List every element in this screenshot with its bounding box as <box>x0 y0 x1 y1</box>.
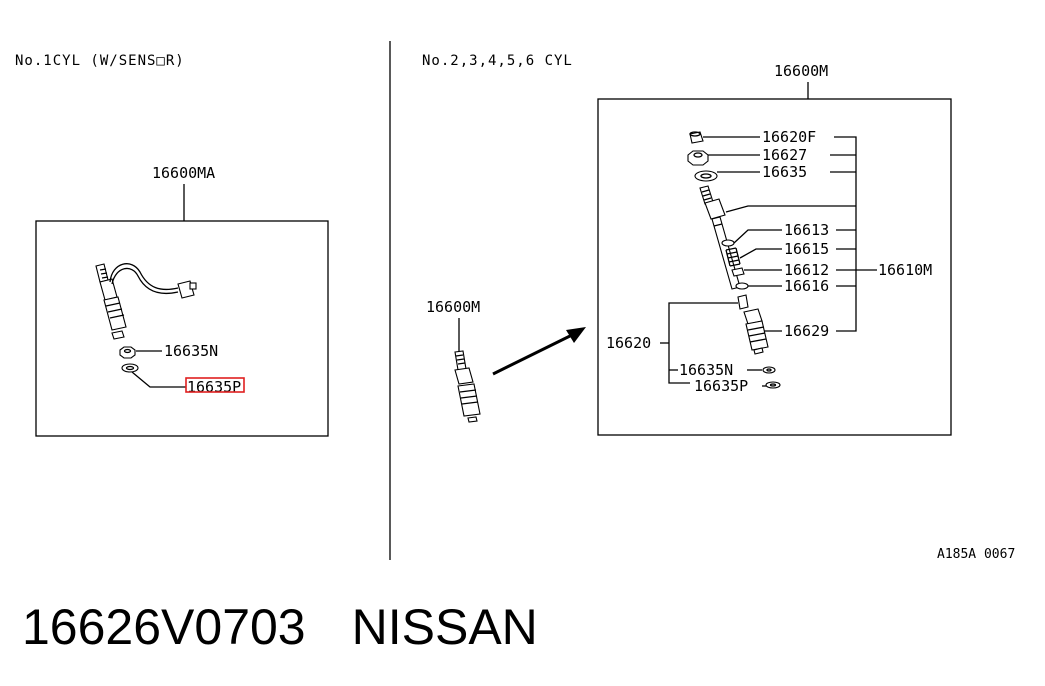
right-assembly-box <box>597 98 952 436</box>
label-16613: 16613 <box>784 221 829 239</box>
pin-16620-icon <box>737 294 749 310</box>
washer-16635-icon <box>694 170 718 182</box>
spacer-16613-icon <box>721 239 735 247</box>
highlight-box <box>185 377 245 393</box>
label-16629: 16629 <box>784 322 829 340</box>
assembly-label-16600MA: 16600MA <box>152 164 215 182</box>
left-panel-header: No.1CYL (W/SENS□R) <box>15 53 185 69</box>
label-16616: 16616 <box>784 277 829 295</box>
label-16635: 16635 <box>762 163 807 181</box>
nozzle-body-16629-icon <box>743 308 769 355</box>
nut-16635N-icon <box>119 346 136 359</box>
label-16620: 16620 <box>606 334 651 352</box>
figure-code: A185A 0067 <box>937 547 1015 562</box>
direction-arrow <box>492 327 586 376</box>
right-panel-header: No.2,3,4,5,6 CYL <box>422 53 573 69</box>
label-16615: 16615 <box>784 240 829 258</box>
label-16610M: 16610M <box>878 261 932 279</box>
leader-16613 <box>733 229 782 244</box>
brand-name: NISSAN <box>351 599 538 655</box>
label-16635P-right: 16635P <box>694 377 748 395</box>
part-number: 16626V0703 <box>22 599 306 655</box>
label-16612: 16612 <box>784 261 829 279</box>
nut-16627-icon <box>687 150 709 166</box>
leader-16635P-left <box>131 371 186 388</box>
cap-16620F-icon <box>689 131 704 144</box>
sensor-nozzle-icon <box>95 263 197 340</box>
label-16627: 16627 <box>762 146 807 164</box>
label-16635N-right: 16635N <box>679 361 733 379</box>
parts-diagram: No.1CYL (W/SENS□R) 16600MA 16635N 16635P… <box>15 41 1015 562</box>
left-assembly-box <box>35 220 329 437</box>
assembly-label-16600M: 16600M <box>774 62 828 80</box>
injector-nozzle-icon <box>454 350 481 423</box>
washer-16635P-right-icon <box>765 381 781 389</box>
leader-holder <box>725 205 856 213</box>
bracket-16610M <box>834 136 857 332</box>
label-16600M-outer: 16600M <box>426 298 480 316</box>
leader-16615 <box>739 248 782 259</box>
caption: 16626V0703 NISSAN <box>22 598 538 656</box>
label-16635N-left: 16635N <box>164 342 218 360</box>
washer-16635P-icon <box>121 363 139 373</box>
washer-16616-icon <box>735 282 749 290</box>
nut-16635N-right-icon <box>762 366 776 374</box>
label-16635P-left: 16635P <box>187 378 241 396</box>
label-16620F: 16620F <box>762 128 816 146</box>
seat-16612-icon <box>731 267 745 277</box>
spring-16615-icon <box>725 247 741 267</box>
